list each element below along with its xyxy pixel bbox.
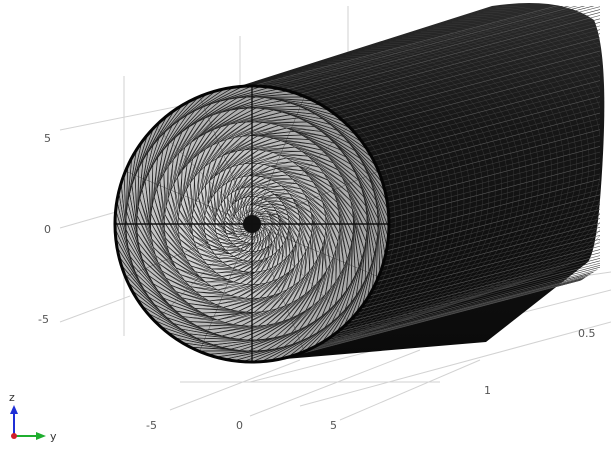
x-tick-label: 0.5 xyxy=(578,327,596,340)
triad-z-arrowhead xyxy=(10,405,18,414)
x-axis-labels: 0.5 1 xyxy=(484,327,596,397)
z-tick-label: 0 xyxy=(44,223,51,236)
y-tick-label: 0 xyxy=(236,419,243,432)
x-tick-label: 1 xyxy=(484,384,491,397)
y-tick-label: 5 xyxy=(330,419,337,432)
triad-y-label: y xyxy=(50,430,57,443)
cylinder-end-face xyxy=(115,86,389,362)
axis-triad: z y xyxy=(9,391,57,443)
triad-x-axis-dot xyxy=(11,433,17,439)
z-axis-labels: 5 0 -5 xyxy=(38,132,51,326)
triad-z-label: z xyxy=(9,391,15,404)
triad-y-arrowhead xyxy=(36,432,46,440)
z-tick-label: 5 xyxy=(44,132,51,145)
y-tick-label: -5 xyxy=(146,419,157,432)
z-tick-label: -5 xyxy=(38,313,49,326)
y-axis-labels: -5 0 5 xyxy=(146,419,337,432)
